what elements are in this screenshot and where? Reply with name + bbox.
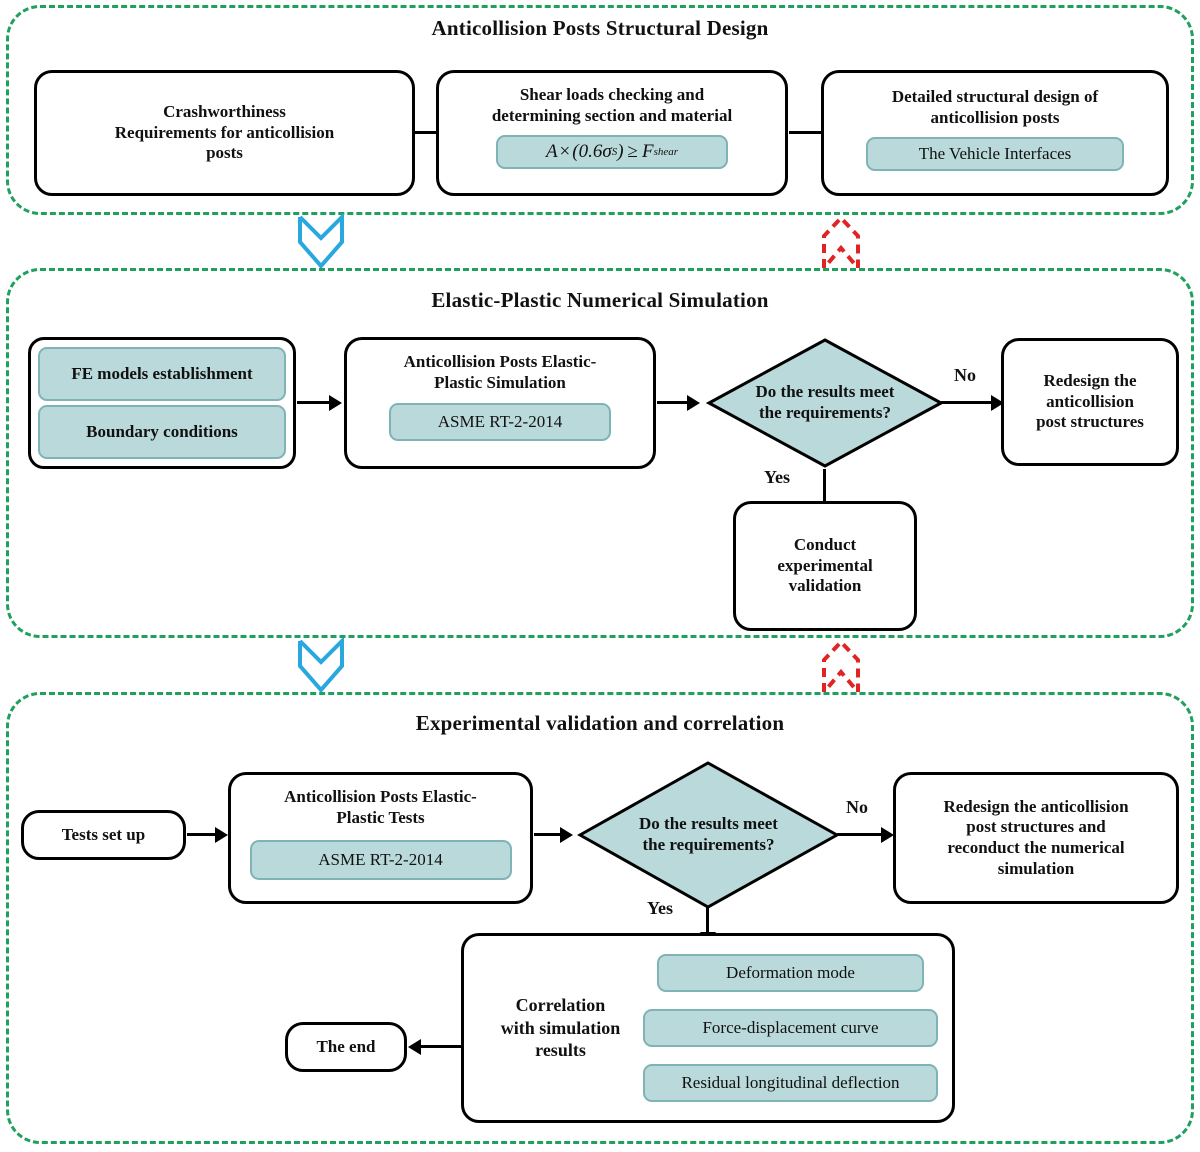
decision-sim-line2: the requirements? — [758, 403, 892, 422]
correlation-label-line2: with simulation — [500, 1017, 621, 1038]
box-shear-line2: determining section and material — [491, 105, 733, 125]
box-redesign-test-line2: post structures and — [966, 817, 1106, 837]
section-title-simulation: Elastic-Plastic Numerical Simulation — [431, 288, 769, 312]
pill-asme-rt-2-2014-tests: ASME RT-2-2014 — [249, 840, 512, 881]
connector-correlation-to-end — [408, 1039, 464, 1055]
formula-F: F — [641, 141, 654, 163]
box-redesign-test-line1: Redesign the anticollision — [943, 796, 1129, 816]
box-the-end-line1: The end — [316, 1036, 376, 1056]
box-the-end[interactable]: The end — [285, 1022, 407, 1072]
edge-label-no-simulation: No — [954, 365, 976, 385]
box-detailed-line2: anticollision posts — [930, 107, 1060, 127]
blue-down-chevron-arrow-1 — [295, 212, 347, 270]
box-tests-line1: Anticollision Posts Elastic- — [284, 787, 477, 806]
pill-asme-rt-2-2014-simulation: ASME RT-2-2014 — [389, 403, 611, 442]
formula-sigma: σ — [602, 141, 612, 163]
pill-force-displacement-curve: Force-displacement curve — [643, 1009, 938, 1047]
section-title-design: Anticollision Posts Structural Design — [431, 16, 769, 40]
connector-setup-to-tests — [187, 827, 235, 843]
red-up-dashed-arrow-1 — [817, 214, 865, 274]
box-crashworthiness-line1: Crashworthiness — [163, 101, 286, 121]
pill-deformation-mode: Deformation mode — [657, 954, 924, 992]
decision-test-line1: Do the results meet — [639, 814, 778, 834]
connector-decision-no-test — [837, 827, 899, 843]
box-anticollision-posts-elastic-plastic-tests[interactable]: Anticollision Posts Elastic- Plastic Tes… — [228, 772, 533, 904]
formula-open: (0.6 — [572, 141, 603, 163]
pill-residual-longitudinal-deflection: Residual longitudinal deflection — [643, 1064, 938, 1102]
group-fe-model-inputs[interactable]: FE models establishment Boundary conditi… — [28, 337, 296, 469]
decision-simulation-label: Do the results meet the requirements? — [725, 382, 925, 423]
decision-sim-line1: Do the results meet — [755, 382, 895, 402]
formula-ge: ≥ — [627, 141, 638, 163]
correlation-items: Deformation mode Force-displacement curv… — [643, 954, 938, 1102]
connector-tests-to-decision — [534, 827, 582, 843]
correlation-label-line3: results — [535, 1040, 586, 1061]
box-crashworthiness-requirements[interactable]: Crashworthiness Requirements for anticol… — [34, 70, 415, 196]
box-redesign-test-line4: simulation — [997, 858, 1075, 878]
formula-sigma-sub: S — [611, 146, 618, 159]
edge-label-yes-test: Yes — [647, 898, 673, 918]
formula-times: × — [559, 141, 571, 163]
box-redesign-sim-line2: anticollision — [1046, 391, 1134, 411]
pill-boundary-conditions: Boundary conditions — [38, 405, 286, 459]
box-detailed-line1: Detailed structural design of — [891, 87, 1099, 106]
box-tests-set-up[interactable]: Tests set up — [21, 810, 186, 860]
box-redesign-anticollision-post-structures[interactable]: Redesign the anticollision post structur… — [1001, 338, 1179, 466]
formula-A: A — [545, 141, 558, 163]
box-correlation-with-simulation-results[interactable]: Correlation with simulation results Defo… — [461, 933, 955, 1123]
box-tests-setup-line1: Tests set up — [61, 824, 146, 844]
box-redesign-sim-line1: Redesign the — [1043, 370, 1137, 390]
decision-test-line2: the requirements? — [642, 835, 775, 854]
box-conduct-line2: experimental — [777, 555, 873, 575]
blue-down-chevron-arrow-2 — [295, 636, 347, 694]
correlation-label: Correlation with simulation results — [478, 994, 643, 1062]
formula-close: ) — [617, 141, 624, 163]
connector-decision-no-simulation — [941, 395, 1009, 411]
box-tests-line2: Plastic Tests — [336, 807, 425, 827]
box-shear-line1: Shear loads checking and — [519, 85, 705, 104]
box-redesign-and-reconduct-numerical-simulation[interactable]: Redesign the anticollision post structur… — [893, 772, 1179, 904]
section-title-experiment: Experimental validation and correlation — [415, 711, 785, 735]
formula-F-sub: shear — [653, 146, 679, 159]
box-shear-loads-checking[interactable]: Shear loads checking and determining sec… — [436, 70, 788, 196]
box-conduct-line3: validation — [788, 576, 862, 596]
box-simulation-line2: Plastic Simulation — [434, 372, 566, 392]
decision-test-results[interactable]: Do the results meet the requirements? — [577, 760, 840, 910]
edge-label-yes-simulation: Yes — [764, 467, 790, 487]
decision-simulation-results[interactable]: Do the results meet the requirements? — [706, 337, 944, 469]
edge-label-no-test: No — [846, 797, 868, 817]
box-crashworthiness-line3: posts — [206, 143, 243, 163]
box-anticollision-posts-elastic-plastic-simulation[interactable]: Anticollision Posts Elastic- Plastic Sim… — [344, 337, 656, 469]
box-conduct-line1: Conduct — [793, 534, 857, 554]
box-simulation-line1: Anticollision Posts Elastic- — [403, 352, 597, 371]
pill-vehicle-interfaces: The Vehicle Interfaces — [866, 137, 1124, 172]
box-conduct-experimental-validation[interactable]: Conduct experimental validation — [733, 501, 917, 631]
box-redesign-test-line3: reconduct the numerical — [947, 838, 1125, 857]
box-detailed-structural-design[interactable]: Detailed structural design of anticollis… — [821, 70, 1169, 196]
correlation-label-line1: Correlation — [515, 995, 606, 1016]
connector-inputs-to-simulation — [297, 395, 349, 411]
decision-test-label: Do the results meet the requirements? — [598, 814, 819, 855]
box-redesign-sim-line3: post structures — [1036, 412, 1144, 432]
connector-simulation-to-decision — [657, 395, 709, 411]
pill-fe-models-establishment: FE models establishment — [38, 347, 286, 401]
box-crashworthiness-line2: Requirements for anticollision — [114, 122, 335, 142]
red-up-dashed-arrow-2 — [817, 638, 865, 698]
